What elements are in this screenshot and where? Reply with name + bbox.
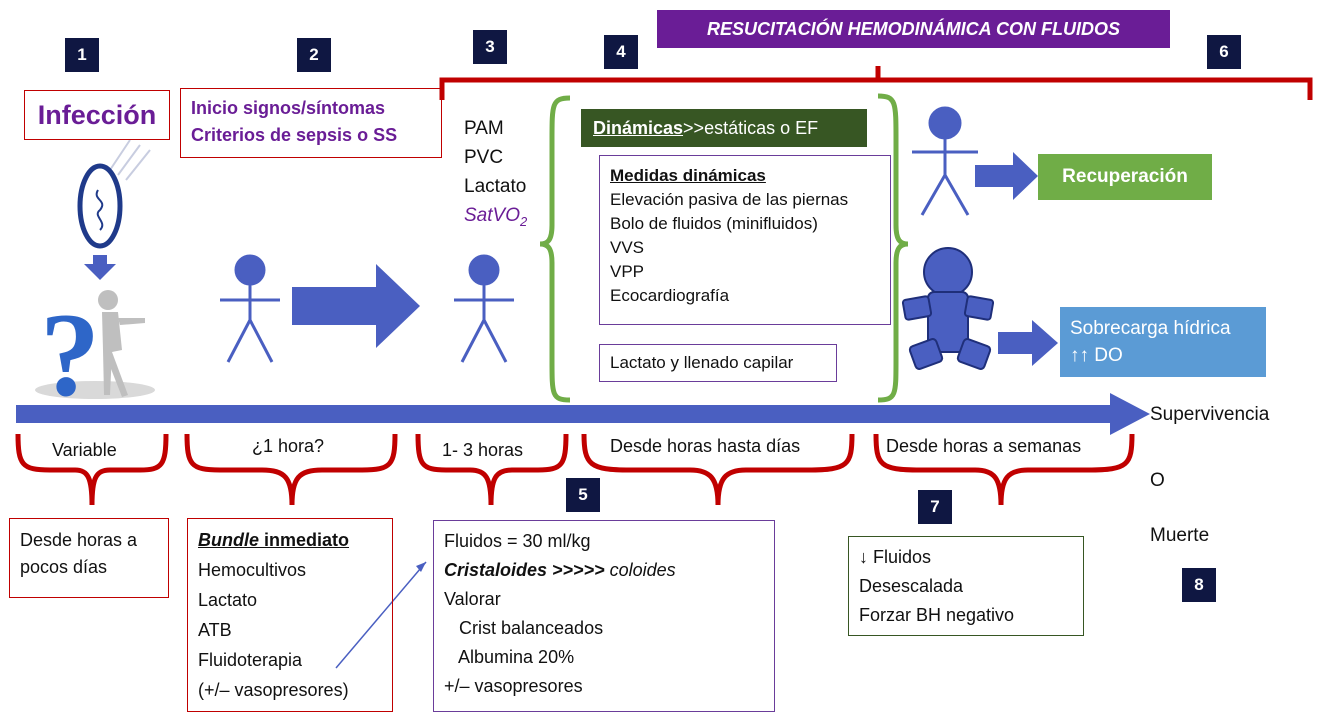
medidas-item: VVS [610, 238, 645, 257]
fluidos-box: Fluidos = 30 ml/kg Cristaloides >>>>> co… [433, 520, 775, 712]
overload-figure-icon [901, 247, 995, 370]
brace-3 [415, 433, 569, 506]
brace-5 [873, 433, 1135, 506]
monitor-list: PAM PVC Lactato SatVO2 [464, 114, 527, 236]
stick-figure-icon [912, 106, 978, 216]
step-number-3: 3 [473, 30, 507, 64]
medidas-title: Medidas dinámicas [610, 166, 766, 185]
top-red-bracket [439, 66, 1313, 100]
infeccion-box: Infección [24, 90, 170, 140]
step-number-2: 2 [297, 38, 331, 72]
lactato-llenado-label: Lactato y llenado capilar [610, 353, 794, 372]
fluidos-item: Albumina 20% [444, 647, 575, 667]
lactato-label: Lactato [464, 176, 527, 197]
dinamicas-header: Dinámicas>>estáticas o EF [581, 109, 867, 147]
sobrecarga-line-2: ↑↑ DO [1070, 345, 1123, 366]
dinamicas-rest: >>estáticas o EF [683, 117, 819, 138]
bundle-title: Bundle inmediato [198, 525, 392, 555]
inicio-box: Inicio signos/síntomas Criterios de seps… [180, 88, 442, 158]
desescalada-line-1: ↓ Fluidos [859, 547, 932, 567]
fluidos-item: Crist balanceados [444, 618, 604, 638]
sobrecarga-arrow [998, 320, 1058, 366]
desescalada-line-3: Forzar BH negativo [859, 605, 1015, 625]
bundle-item: (+/– vasopresores) [198, 680, 349, 700]
medidas-item: VPP [610, 262, 645, 281]
coloides-text: coloides [604, 560, 676, 580]
pam-label: PAM [464, 118, 504, 139]
timeline-braces [15, 433, 1135, 506]
outcome-o: O [1150, 470, 1165, 491]
bundle-title-italic: Bundle [198, 530, 259, 550]
step-number-7: 7 [918, 490, 952, 524]
timeline-label-1-hora: ¿1 hora? [252, 436, 325, 456]
inicio-line-2: Criterios de sepsis o SS [191, 125, 398, 145]
duration-box-1: Desde horas a pocos días [9, 518, 169, 598]
timeline-label-variable: Variable [52, 440, 117, 460]
step-number-8: 8 [1182, 568, 1216, 602]
green-brace-right [877, 93, 909, 403]
brace-1 [15, 433, 169, 506]
bundle-item: Fluidoterapia [198, 650, 303, 670]
recuperacion-arrow [975, 152, 1038, 200]
fluidos-item: Valorar [444, 589, 501, 609]
timeline-label-horas-dias: Desde horas hasta días [610, 436, 801, 456]
stick-figure-icon [220, 254, 280, 363]
sobrecarga-line-1: Sobrecarga hídrica [1070, 318, 1231, 339]
cristaloides-line: Cristaloides >>>>> coloides [444, 556, 774, 585]
recuperacion-label: Recuperación [1062, 166, 1188, 187]
step-number-4: 4 [604, 35, 638, 69]
bundle-item: Hemocultivos [198, 560, 307, 580]
green-braces [539, 93, 909, 403]
fluidos-line-1: Fluidos = 30 ml/kg [444, 531, 591, 551]
medidas-item: Elevación pasiva de las piernas [610, 190, 849, 209]
dinamicas-bold: Dinámicas [593, 117, 684, 138]
big-right-arrow [292, 264, 420, 348]
duration-line-1: Desde horas a [20, 530, 138, 550]
svg-text:?: ? [40, 288, 100, 421]
bundle-item: Lactato [198, 590, 258, 610]
satvo2-main: SatVO [464, 205, 520, 226]
infeccion-label: Infección [37, 99, 157, 130]
pointer-line [335, 561, 427, 669]
stick-figure-icon [454, 254, 514, 363]
bacteria-icon [77, 139, 151, 249]
cristaloides-text: Cristaloides >>>>> [444, 560, 605, 580]
bundle-item: ATB [198, 620, 232, 640]
satvo2-label: SatVO2 [464, 201, 527, 236]
page-title: RESUCITACIÓN HEMODINÁMICA CON FLUIDOS [657, 10, 1170, 48]
pointer-head [416, 562, 426, 572]
medidas-item: Bolo de fluidos (minifluidos) [610, 214, 818, 233]
brace-4 [581, 433, 855, 506]
outcome-supervivencia: Supervivencia [1150, 404, 1270, 425]
desescalada-box: ↓ Fluidos Desescalada Forzar BH negativo [848, 536, 1084, 636]
brace-2 [184, 433, 398, 506]
timeline-arrow [16, 393, 1150, 435]
inicio-line-1: Inicio signos/síntomas [191, 98, 386, 118]
medidas-box: Medidas dinámicas Elevación pasiva de la… [599, 155, 891, 325]
satvo2-subscript: 2 [519, 213, 528, 229]
step-number-1: 1 [65, 38, 99, 72]
recuperacion-box: Recuperación [1038, 154, 1212, 200]
pvc-label: PVC [464, 147, 504, 168]
medidas-item: Ecocardiografía [610, 286, 730, 305]
down-arrow-icon [84, 255, 116, 280]
timeline-label-horas-semanas: Desde horas a semanas [886, 436, 1082, 456]
step-number-5: 5 [566, 478, 600, 512]
fluidos-item: +/– vasopresores [444, 676, 583, 696]
bundle-box: Bundle inmediato Hemocultivos Lactato AT… [187, 518, 393, 712]
bundle-title-rest: inmediato [259, 530, 350, 550]
sobrecarga-box: Sobrecarga hídrica ↑↑ DO [1060, 307, 1266, 377]
question-man-icon: ? [35, 288, 155, 421]
green-brace-left [539, 95, 571, 403]
outcome-muerte: Muerte [1150, 525, 1210, 546]
step-number-6: 6 [1207, 35, 1241, 69]
desescalada-line-2: Desescalada [859, 576, 964, 596]
lactato-llenado-box: Lactato y llenado capilar [599, 344, 837, 382]
duration-line-2: pocos días [20, 557, 108, 577]
timeline-label-1-3-horas: 1- 3 horas [442, 440, 524, 460]
